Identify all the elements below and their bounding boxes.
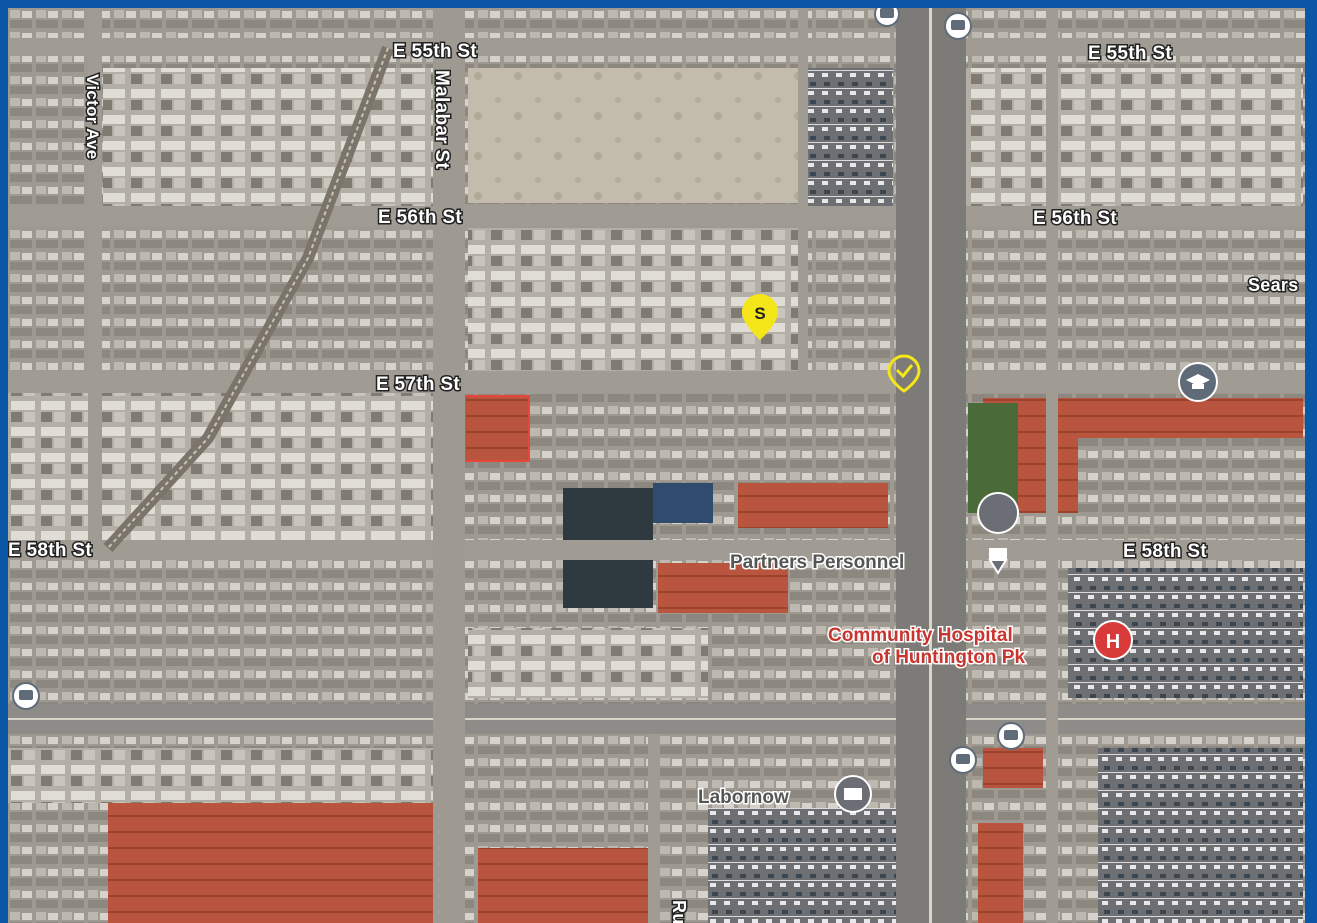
street-malabar (433, 8, 465, 923)
street-e58 (8, 540, 1305, 560)
poi-hospital-label-2[interactable]: of Huntington Pk (871, 646, 1027, 670)
briefcase-icon[interactable] (977, 492, 1019, 575)
label-e57: E 57th St (376, 374, 460, 395)
street-victor (88, 8, 102, 553)
hospital-letter: H (1106, 631, 1120, 653)
map-canvas[interactable]: E 55th St E 55th St E 56th St E 56th St … (8, 8, 1305, 923)
briefcase-icon[interactable] (834, 775, 872, 813)
school-icon[interactable] (1178, 362, 1218, 402)
street-e57 (8, 371, 1305, 393)
label-e55-right: E 55th St (1088, 43, 1172, 64)
poi-hospital-label-1[interactable]: Community Hospital (827, 624, 1015, 648)
label-e56-left: E 56th St (378, 207, 462, 228)
label-e58-right: E 58th St (1123, 541, 1207, 562)
poi-labornow-label[interactable]: Labornow (697, 786, 791, 810)
label-e58-left: E 58th St (8, 540, 92, 561)
transit-icon[interactable] (874, 8, 900, 27)
satellite-map[interactable]: E 55th St E 55th St E 56th St E 56th St … (8, 8, 1305, 923)
poi-partners-label[interactable]: Partners Personnel (729, 551, 906, 575)
label-malabar: Malabar St (431, 70, 452, 169)
transit-icon[interactable] (12, 682, 40, 710)
label-e56-right: E 56th St (1033, 208, 1117, 229)
highlighted-parcel[interactable] (464, 395, 530, 462)
transit-icon[interactable] (997, 722, 1025, 750)
hospital-icon[interactable]: H (1093, 620, 1133, 660)
location-pin[interactable]: S (742, 294, 778, 340)
label-ru: Ru (669, 900, 689, 923)
pin-letter: S (754, 304, 765, 323)
transit-icon[interactable] (944, 12, 972, 40)
label-sears: Sears (1248, 275, 1299, 295)
transit-icon[interactable] (949, 746, 977, 774)
label-e55-left: E 55th St (393, 41, 477, 62)
check-marker-icon[interactable] (887, 354, 921, 393)
street-e55 (8, 38, 1305, 56)
label-victor: Victor Ave (83, 74, 102, 160)
